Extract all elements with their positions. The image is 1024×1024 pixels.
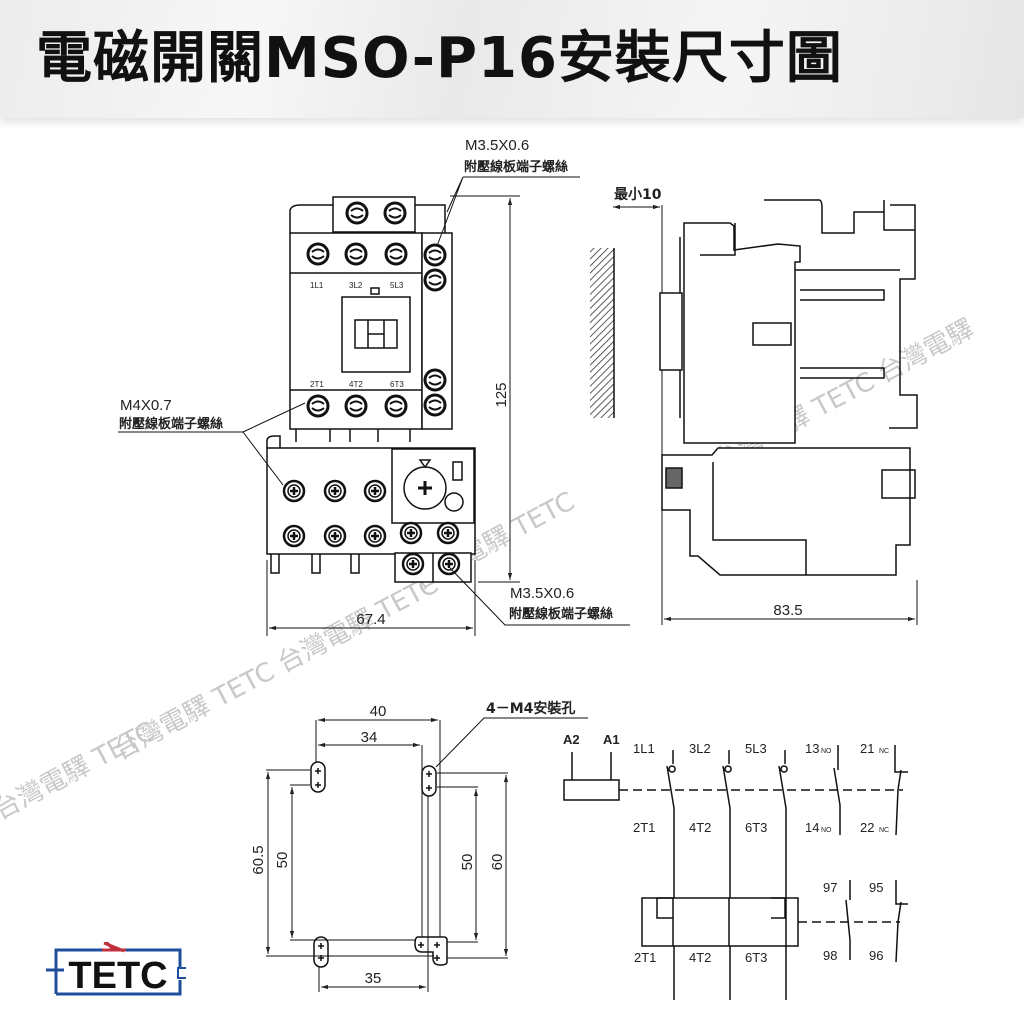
- svg-text:4T2: 4T2: [689, 820, 711, 835]
- front-view-labels: M3.5X0.6 附壓線板端子螺絲 M4X0.7 附壓線板端子螺絲 M3.5X0…: [119, 137, 613, 628]
- svg-text:1L1: 1L1: [310, 281, 324, 290]
- mounting-view: [265, 717, 588, 992]
- svg-text:附壓線板端子螺絲: 附壓線板端子螺絲: [464, 159, 568, 175]
- svg-text:2T1: 2T1: [634, 950, 656, 965]
- svg-text:6T3: 6T3: [745, 820, 767, 835]
- svg-text:A1: A1: [603, 732, 620, 747]
- svg-text:67.4: 67.4: [356, 611, 385, 628]
- svg-text:2T1: 2T1: [310, 380, 324, 389]
- side-view-labels: 最小10 83.5: [614, 186, 803, 619]
- svg-text:14: 14: [805, 820, 819, 835]
- svg-text:96: 96: [869, 948, 883, 963]
- svg-text:50: 50: [274, 852, 291, 869]
- svg-text:34: 34: [361, 729, 378, 746]
- svg-text:NC: NC: [879, 827, 889, 834]
- svg-text:60: 60: [489, 854, 506, 871]
- mounting-view-labels: 40 34 60.5 50 50 60 35 4－M4安裝孔: [250, 700, 575, 987]
- svg-text:13: 13: [805, 741, 819, 756]
- svg-text:125: 125: [493, 382, 510, 407]
- svg-text:60.5: 60.5: [250, 845, 267, 874]
- svg-text:4－M4安裝孔: 4－M4安裝孔: [486, 700, 575, 717]
- svg-text:4T2: 4T2: [689, 950, 711, 965]
- svg-text:附壓線板端子螺絲: 附壓線板端子螺絲: [509, 606, 613, 622]
- svg-text:2T1: 2T1: [633, 820, 655, 835]
- svg-text:98: 98: [823, 948, 837, 963]
- svg-text:40: 40: [370, 703, 387, 720]
- svg-text:M3.5X0.6: M3.5X0.6: [510, 585, 574, 602]
- svg-text:NO: NO: [821, 827, 832, 834]
- svg-text:22: 22: [860, 820, 874, 835]
- page-title: 電磁開關MSO-P16安裝尺寸圖: [36, 26, 843, 91]
- svg-text:3L2: 3L2: [689, 741, 711, 756]
- circuit-diagram: [563, 745, 908, 1000]
- svg-text:50: 50: [459, 854, 476, 871]
- front-view: [118, 176, 630, 636]
- svg-text:台灣電驛 TETC 台灣電驛 TETC: 台灣電驛 TETC 台灣電驛 TETC: [109, 570, 443, 767]
- svg-text:6T3: 6T3: [390, 380, 404, 389]
- svg-text:附壓線板端子螺絲: 附壓線板端子螺絲: [119, 416, 223, 432]
- circuit-labels: A2 A1 1L1 3L2 5L3 13 NO 21 NC 2T1 4T2 6T…: [563, 732, 889, 965]
- svg-text:A2: A2: [563, 732, 580, 747]
- svg-text:NO: NO: [821, 748, 832, 755]
- svg-text:95: 95: [869, 880, 883, 895]
- svg-text:TETC: TETC: [68, 955, 167, 997]
- svg-text:97: 97: [823, 880, 837, 895]
- title-banner: 電磁開關MSO-P16安裝尺寸圖: [0, 0, 1024, 118]
- svg-text:83.5: 83.5: [773, 602, 802, 619]
- svg-text:35: 35: [365, 970, 382, 987]
- svg-text:6T3: 6T3: [745, 950, 767, 965]
- svg-text:4T2: 4T2: [349, 380, 363, 389]
- svg-text:最小10: 最小10: [614, 186, 662, 203]
- svg-text:5L3: 5L3: [390, 281, 404, 290]
- svg-text:3L2: 3L2: [349, 281, 363, 290]
- svg-text:M3.5X0.6: M3.5X0.6: [465, 137, 529, 154]
- svg-text:5L3: 5L3: [745, 741, 767, 756]
- svg-text:M4X0.7: M4X0.7: [120, 397, 172, 414]
- svg-text:NC: NC: [879, 748, 889, 755]
- tetc-logo: TETC: [46, 942, 186, 997]
- svg-text:1L1: 1L1: [633, 741, 655, 756]
- side-view: [590, 199, 918, 625]
- svg-text:21: 21: [860, 741, 874, 756]
